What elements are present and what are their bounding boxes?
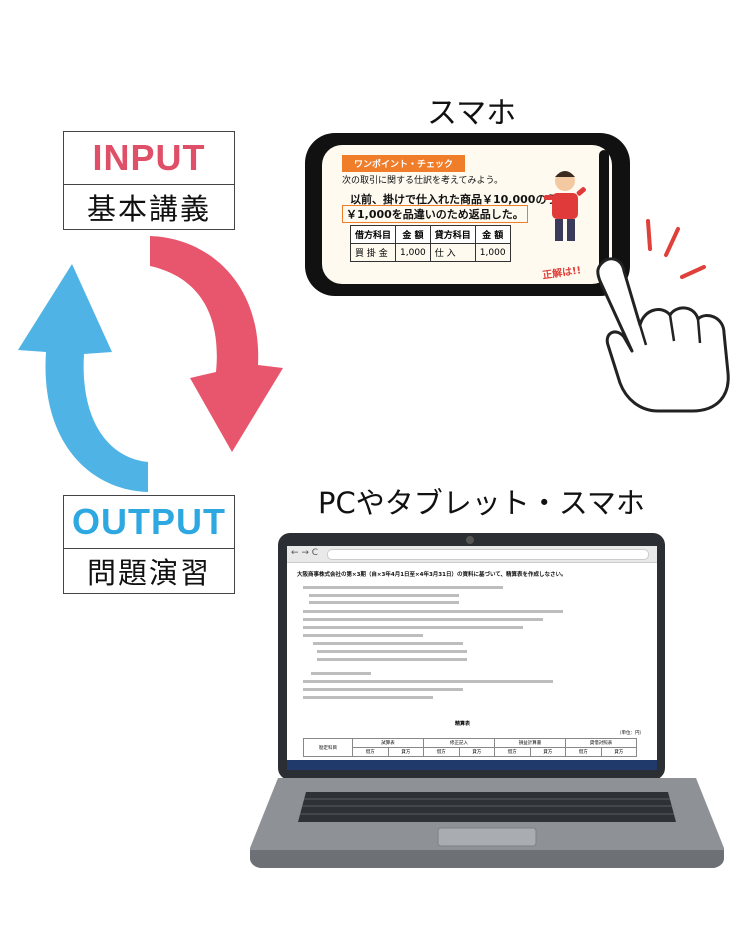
phone-caption: スマホ xyxy=(427,96,517,131)
smartphone-screen: ワンポイント・チェック 次の取引に関する仕訳を考えてみよう。 以前、掛けで仕入れ… xyxy=(322,145,612,284)
input-title: INPUT xyxy=(64,132,234,185)
worksheet-header-row: 勘定科目 試算表 修正記入 損益計算書 貸借対照表 xyxy=(303,738,637,757)
worksheet-header-balance-sheet: 貸借対照表 xyxy=(565,738,637,748)
doc-text-line xyxy=(303,610,563,613)
doc-text-line xyxy=(303,634,423,637)
doc-text-line xyxy=(309,594,459,597)
worksheet-subheader-credit: 貸方 xyxy=(458,747,495,757)
question-text: 次の取引に関する仕訳を考えてみよう。 xyxy=(342,176,504,186)
doc-text-line xyxy=(303,626,523,629)
teacher-character-icon xyxy=(544,171,586,241)
transaction-line-2: ￥1,000を品違いのため返品した。 xyxy=(342,205,528,223)
debit-account: 買 掛 金 xyxy=(349,243,397,262)
header-credit-amount: 金 額 xyxy=(474,225,511,244)
pink-down-arrow xyxy=(150,236,283,452)
header-credit-account: 貸方科目 xyxy=(429,225,476,244)
input-subtitle: 基本講義 xyxy=(86,192,211,226)
worksheet-table: 勘定科目 試算表 修正記入 損益計算書 貸借対照表 借方 貸方 借方 貸方 借方… xyxy=(303,738,637,757)
output-subtitle: 問題演習 xyxy=(86,556,211,590)
doc-text-line xyxy=(303,586,503,589)
phone-side-notch xyxy=(599,150,609,275)
doc-text-line xyxy=(313,642,463,645)
worksheet-subheader-debit: 借方 xyxy=(565,747,602,757)
journal-table-row: 買 掛 金 1,000 仕 入 1,000 xyxy=(349,243,511,262)
output-box: OUTPUT 問題演習 xyxy=(63,495,235,594)
blue-up-arrow xyxy=(18,264,148,492)
one-point-check-tag: ワンポイント・チェック xyxy=(342,155,466,172)
header-debit-account: 借方科目 xyxy=(349,225,397,244)
tapping-hand-icon xyxy=(596,219,730,413)
input-box: INPUT 基本講義 xyxy=(63,131,235,230)
laptop-screen: ← → C 大阪商事株式会社の第×3期（自×3年4月1日至×4年3月31日）の資… xyxy=(287,546,657,770)
debit-amount: 1,000 xyxy=(395,243,431,262)
journal-table-header: 借方科目 金 額 貸方科目 金 額 xyxy=(349,225,511,244)
credit-account: 仕 入 xyxy=(429,243,476,262)
worksheet-subheader-row: 借方 貸方 借方 貸方 借方 貸方 借方 貸方 xyxy=(304,747,637,757)
worksheet-title: 精算表 xyxy=(455,721,471,727)
doc-text-line xyxy=(303,680,553,683)
worksheet-subheader-credit: 貸方 xyxy=(387,747,424,757)
doc-text-line xyxy=(303,618,543,621)
doc-text-line xyxy=(311,672,371,675)
transaction-line-1: 以前、掛けで仕入れた商品￥10,000のうち、 xyxy=(350,193,580,206)
worksheet-subheader-debit: 借方 xyxy=(423,747,460,757)
worksheet-header-income-statement: 損益計算書 xyxy=(494,738,566,748)
doc-text-line xyxy=(317,650,467,653)
pc-caption: PCやタブレット・スマホ xyxy=(318,486,645,520)
address-bar[interactable] xyxy=(327,549,649,560)
doc-text-line xyxy=(303,688,463,691)
worksheet-subheader-credit: 貸方 xyxy=(529,747,566,757)
worksheet-subheader-credit: 貸方 xyxy=(600,747,637,757)
exercise-title: 大阪商事株式会社の第×3期（自×3年4月1日至×4年3月31日）の資料に基づいて… xyxy=(297,572,567,578)
worksheet-subheader-debit: 借方 xyxy=(352,747,389,757)
doc-text-line xyxy=(309,601,459,604)
journal-table: 借方科目 金 額 貸方科目 金 額 買 掛 金 1,000 仕 入 1,000 xyxy=(349,225,511,262)
doc-text-line xyxy=(317,658,467,661)
worksheet-unit: （単位：円） xyxy=(617,731,644,736)
worksheet-header-adjustments: 修正記入 xyxy=(423,738,495,748)
worksheet-header-account: 勘定科目 xyxy=(303,738,353,757)
worksheet-header-trial-balance: 試算表 xyxy=(352,738,424,748)
browser-nav-buttons[interactable]: ← → C xyxy=(291,548,319,558)
header-debit-amount: 金 額 xyxy=(395,225,431,244)
screen-taskbar xyxy=(287,760,657,770)
laptop-keyboard-base xyxy=(250,778,724,868)
output-title: OUTPUT xyxy=(64,496,234,549)
worksheet-subheader-debit: 借方 xyxy=(494,747,531,757)
credit-amount: 1,000 xyxy=(474,243,511,262)
answer-reveal-text: 正解は!! xyxy=(541,265,582,282)
browser-toolbar: ← → C xyxy=(287,546,657,563)
laptop-camera xyxy=(466,536,474,544)
doc-text-line xyxy=(303,696,433,699)
